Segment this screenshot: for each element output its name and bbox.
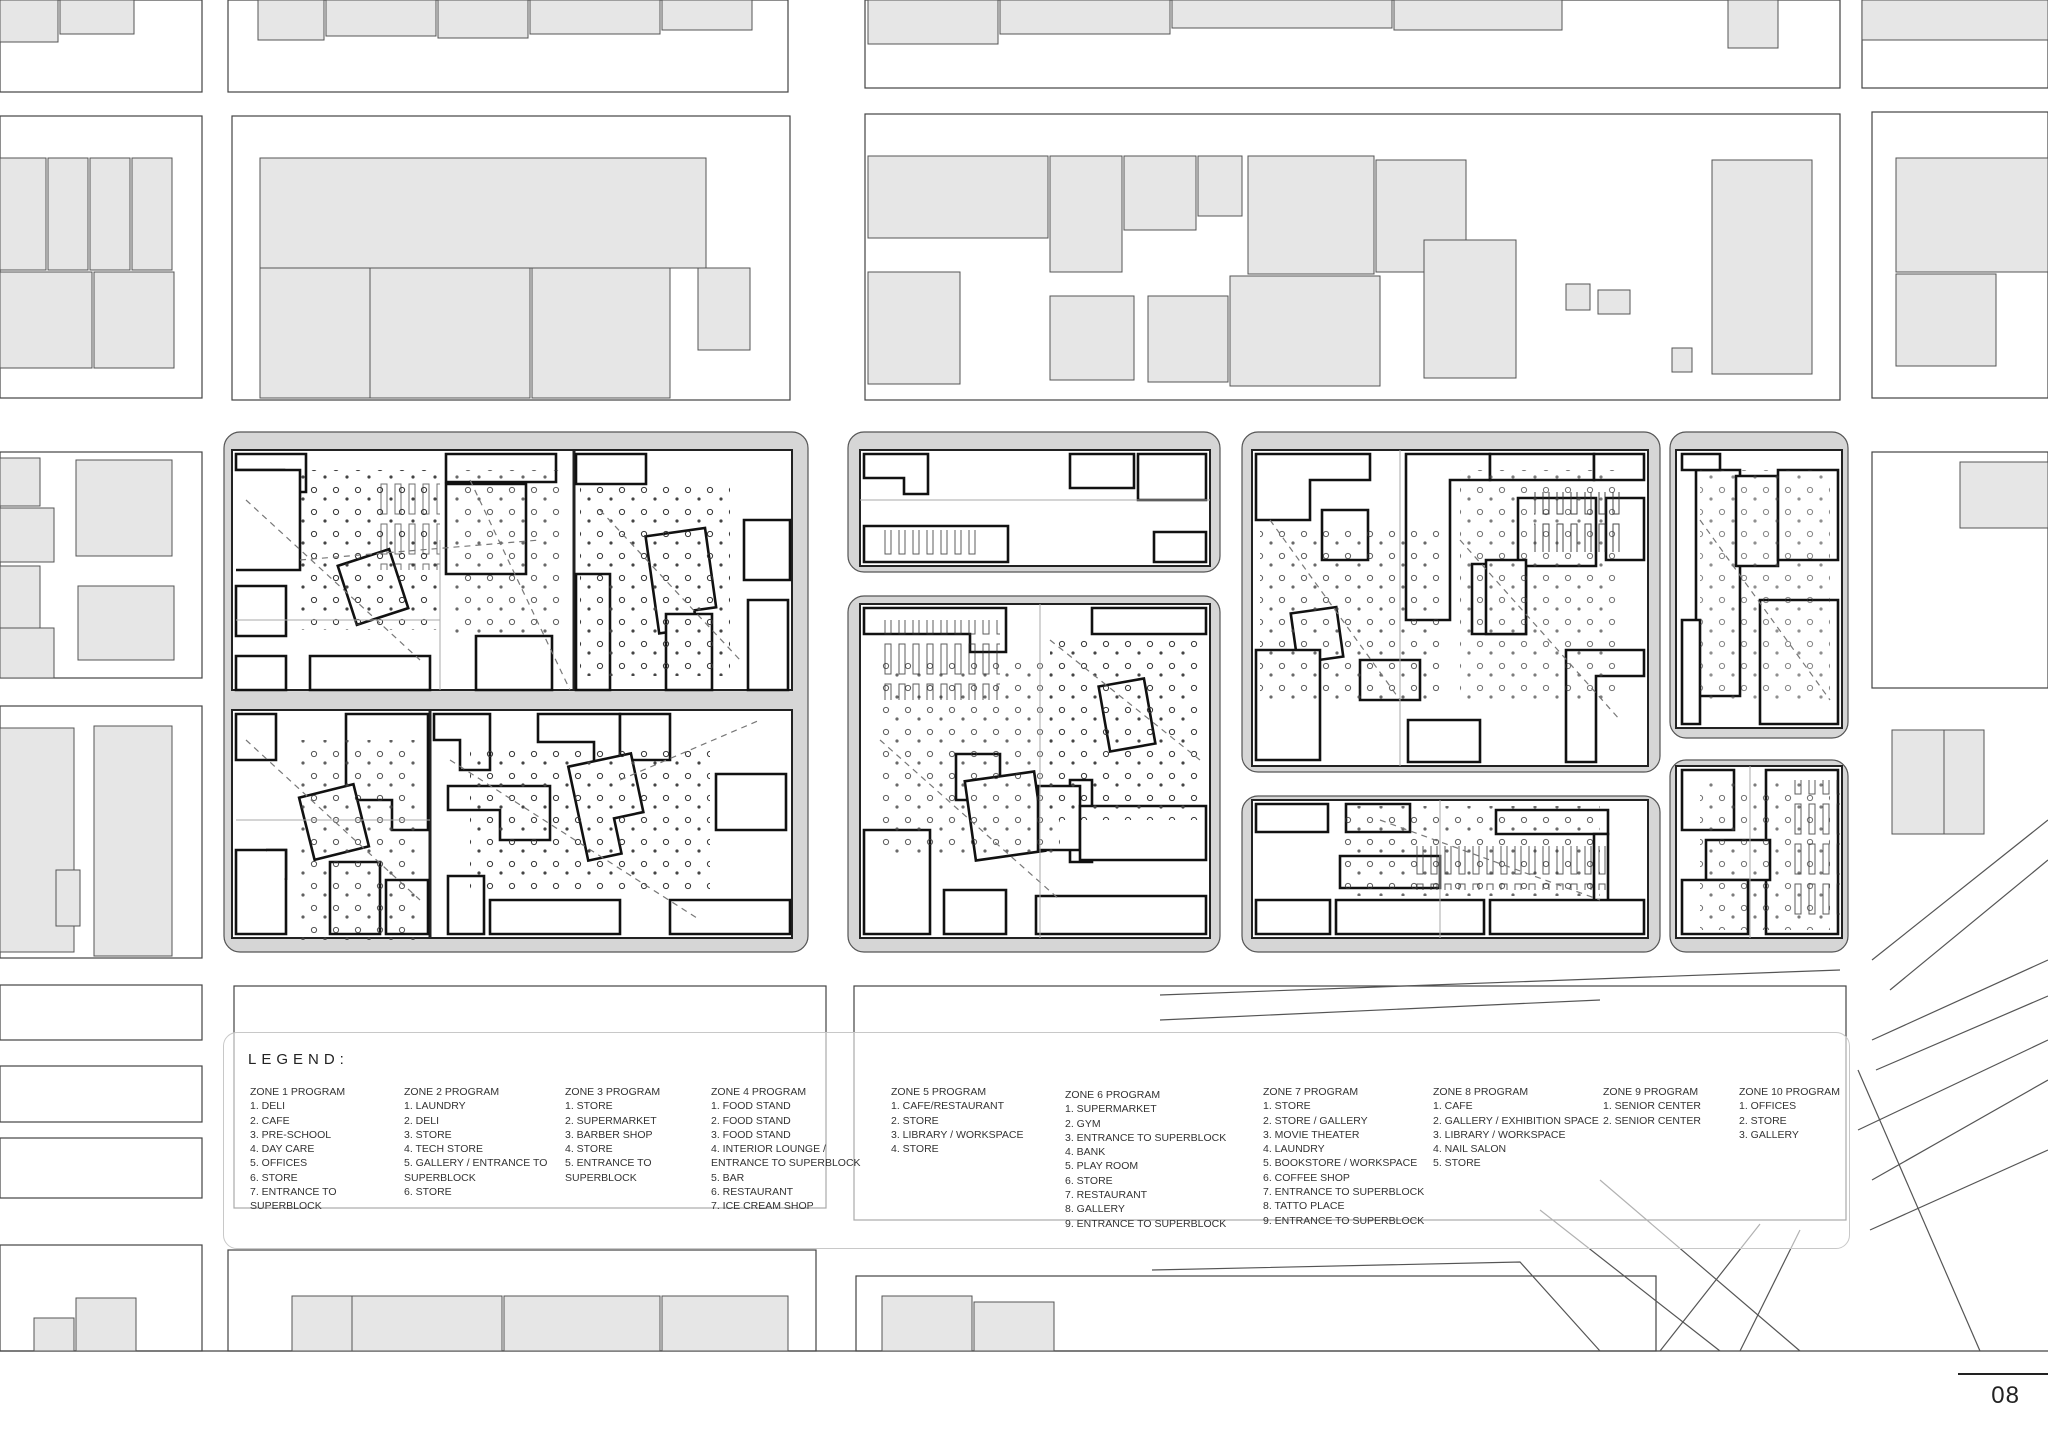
- zone-title: ZONE 2 PROGRAM: [404, 1086, 500, 1098]
- program-item: 7. ENTRANCE TO SUPERBLOCK: [1263, 1186, 1425, 1199]
- program-item: 9. ENTRANCE TO SUPERBLOCK: [1065, 1217, 1227, 1230]
- zone-10-program: ZONE 10 PROGRAM 1. OFFICES 2. STORE 3. G…: [1739, 1085, 1840, 1142]
- program-item: 2. SENIOR CENTER: [1603, 1114, 1702, 1127]
- program-item: 7. ICE CREAM SHOP: [711, 1200, 814, 1213]
- program-item: 1. DELI: [250, 1100, 286, 1113]
- program-item: 1. OFFICES: [1739, 1100, 1797, 1113]
- program-item: 2. GYM: [1065, 1117, 1101, 1130]
- zone-title: ZONE 9 PROGRAM: [1603, 1086, 1699, 1098]
- page-number-rule: [1958, 1373, 2048, 1375]
- program-item: 8. GALLERY: [1065, 1203, 1125, 1216]
- program-item: ENTRANCE TO SUPERBLOCK: [711, 1157, 861, 1170]
- program-item: 2. FOOD STAND: [711, 1114, 791, 1127]
- program-item: 9. ENTRANCE TO SUPERBLOCK: [1263, 1214, 1425, 1227]
- program-item: 4. STORE: [891, 1143, 939, 1156]
- zone-title: ZONE 7 PROGRAM: [1263, 1086, 1359, 1098]
- program-item: 4. STORE: [565, 1143, 613, 1156]
- program-item: 1. CAFE: [1433, 1100, 1473, 1113]
- existing-buildings: [0, 0, 2048, 1352]
- zone-title: ZONE 4 PROGRAM: [711, 1086, 807, 1098]
- program-item: 6. STORE: [404, 1186, 452, 1199]
- furniture-clusters: [300, 470, 1840, 940]
- zone-title: ZONE 1 PROGRAM: [250, 1086, 346, 1098]
- program-item: 3. ENTRANCE TO SUPERBLOCK: [1065, 1131, 1227, 1144]
- program-item: 6. STORE: [1065, 1174, 1113, 1187]
- program-item: 3. FOOD STAND: [711, 1128, 791, 1141]
- program-item: 3. PRE-SCHOOL: [250, 1128, 332, 1141]
- zone-3-program: ZONE 3 PROGRAM 1. STORE 2. SUPERMARKET 3…: [565, 1085, 660, 1185]
- program-item: 4. TECH STORE: [404, 1143, 483, 1156]
- program-item: 7. ENTRANCE TO: [250, 1186, 337, 1199]
- zone-7-program: ZONE 7 PROGRAM 1. STORE 2. STORE / GALLE…: [1263, 1085, 1424, 1228]
- program-item: 1. LAUNDRY: [404, 1100, 466, 1113]
- program-item: 3. LIBRARY / WORKSPACE: [891, 1128, 1024, 1141]
- program-item: 7. RESTAURANT: [1065, 1189, 1148, 1202]
- program-item: 5. PLAY ROOM: [1065, 1160, 1139, 1173]
- program-item: 1. STORE: [1263, 1100, 1311, 1113]
- zone-title: ZONE 6 PROGRAM: [1065, 1089, 1161, 1101]
- program-item: SUPERBLOCK: [565, 1171, 637, 1184]
- circulation-paths: [245, 479, 1831, 921]
- program-item: 6. COFFEE SHOP: [1263, 1171, 1350, 1184]
- program-item: 8. TATTO PLACE: [1263, 1200, 1345, 1213]
- program-item: 3. MOVIE THEATER: [1263, 1128, 1360, 1141]
- program-item: 5. STORE: [1433, 1157, 1481, 1170]
- program-item: 1. SUPERMARKET: [1065, 1103, 1157, 1116]
- program-item: SUPERBLOCK: [250, 1200, 322, 1213]
- program-item: 3. LIBRARY / WORKSPACE: [1433, 1128, 1566, 1141]
- zone-5-program: ZONE 5 PROGRAM 1. CAFE/RESTAURANT 2. STO…: [891, 1085, 1023, 1156]
- program-item: 4. INTERIOR LOUNGE /: [711, 1143, 826, 1156]
- program-item: 4. BANK: [1065, 1146, 1106, 1159]
- zone-title: ZONE 10 PROGRAM: [1739, 1086, 1840, 1098]
- program-item: 1. STORE: [565, 1100, 613, 1113]
- program-item: 4. LAUNDRY: [1263, 1143, 1325, 1156]
- program-item: 2. CAFE: [250, 1114, 290, 1127]
- program-item: 2. DELI: [404, 1114, 440, 1127]
- program-item: 2. STORE / GALLERY: [1263, 1114, 1368, 1127]
- program-item: 1. SENIOR CENTER: [1603, 1100, 1702, 1113]
- program-item: 2. STORE: [1739, 1114, 1787, 1127]
- legend-panel: LEGEND: ZONE 1 PROGRAM 1. DELI 2. CAFE 3…: [223, 1032, 1850, 1249]
- program-item: 6. RESTAURANT: [711, 1186, 794, 1199]
- program-item: 1. FOOD STAND: [711, 1100, 791, 1113]
- program-item: 4. DAY CARE: [250, 1143, 315, 1156]
- program-item: 3. BARBER SHOP: [565, 1128, 653, 1141]
- zone-4-program: ZONE 4 PROGRAM 1. FOOD STAND 2. FOOD STA…: [711, 1085, 861, 1214]
- program-item: 3. STORE: [404, 1128, 452, 1141]
- program-item: SUPERBLOCK: [404, 1171, 476, 1184]
- zone-6-program: ZONE 6 PROGRAM 1. SUPERMARKET 2. GYM 3. …: [1065, 1088, 1226, 1231]
- zone-title: ZONE 5 PROGRAM: [891, 1086, 987, 1098]
- parcel-lines: [236, 450, 1751, 938]
- program-item: 2. GALLERY / EXHIBITION SPACE: [1433, 1114, 1599, 1127]
- zone-1-program: ZONE 1 PROGRAM 1. DELI 2. CAFE 3. PRE-SC…: [250, 1085, 345, 1214]
- zone-title: ZONE 3 PROGRAM: [565, 1086, 661, 1098]
- program-item: 5. OFFICES: [250, 1157, 308, 1170]
- program-item: 5. BOOKSTORE / WORKSPACE: [1263, 1157, 1418, 1170]
- program-item: 2. STORE: [891, 1114, 939, 1127]
- legend-title: LEGEND:: [248, 1051, 349, 1068]
- zone-title: ZONE 8 PROGRAM: [1433, 1086, 1529, 1098]
- program-item: 5. BAR: [711, 1171, 745, 1184]
- program-item: 5. ENTRANCE TO: [565, 1157, 652, 1170]
- zone-9-program: ZONE 9 PROGRAM 1. SENIOR CENTER 2. SENIO…: [1603, 1085, 1701, 1128]
- program-item: 2. SUPERMARKET: [565, 1114, 657, 1127]
- zone-2-program: ZONE 2 PROGRAM 1. LAUNDRY 2. DELI 3. STO…: [404, 1085, 547, 1199]
- program-item: 1. CAFE/RESTAURANT: [891, 1100, 1004, 1113]
- zone-8-program: ZONE 8 PROGRAM 1. CAFE 2. GALLERY / EXHI…: [1433, 1085, 1599, 1171]
- program-item: 3. GALLERY: [1739, 1128, 1799, 1141]
- program-item: 4. NAIL SALON: [1433, 1143, 1507, 1156]
- program-item: 5. GALLERY / ENTRANCE TO: [404, 1157, 548, 1170]
- program-item: 6. STORE: [250, 1171, 298, 1184]
- page-number: 08: [1991, 1382, 2020, 1409]
